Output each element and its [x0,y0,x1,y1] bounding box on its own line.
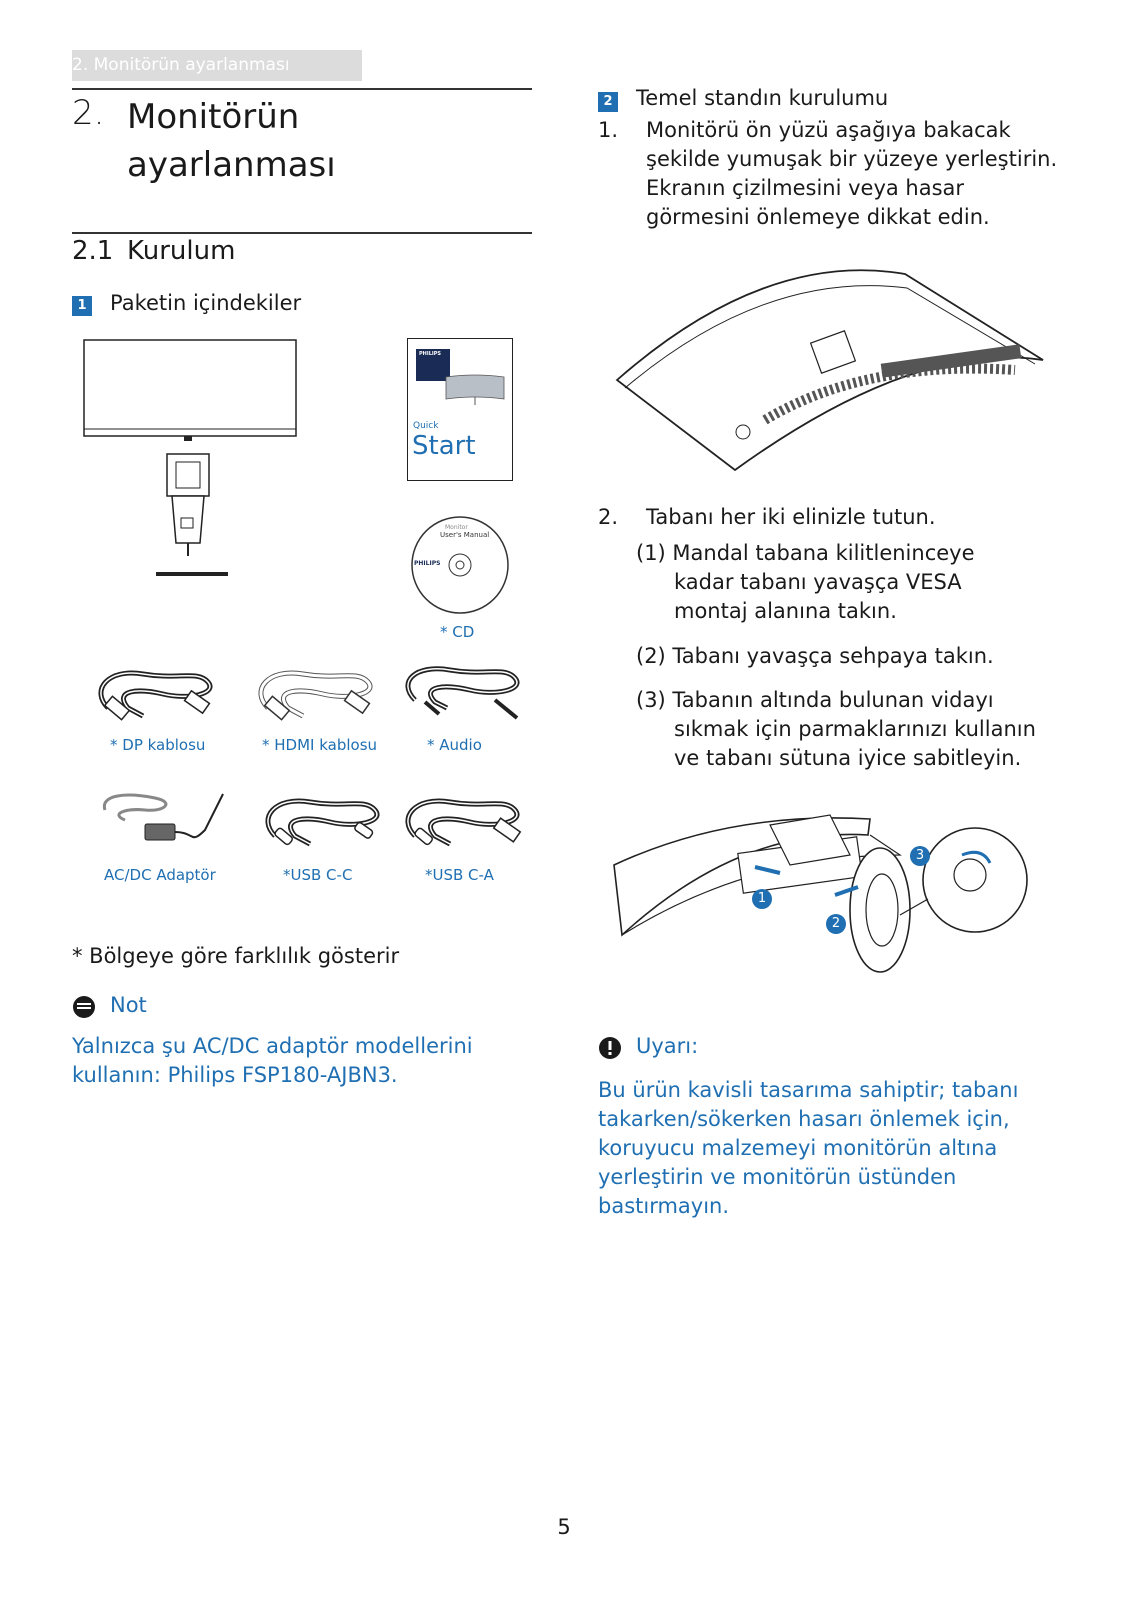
monitor-illustration [83,339,297,576]
stand-heading: Temel standın kurulumu [636,86,889,110]
cd-brand: PHILIPS [414,560,441,567]
cd-caption: * CD [440,623,475,641]
section-title: Kurulum [127,236,236,266]
chapter-number: 2. [72,93,105,133]
booklet-quick: Quick [413,421,439,431]
cd-disc-illustration [411,516,509,614]
warning-icon [599,1037,621,1059]
step1-number: 1. [598,118,619,142]
step2-number: 2. [598,505,619,529]
callout-3: 3 [910,846,930,866]
section-number: 2.1 [72,236,114,266]
step1-text: Monitörü ön yüzü aşağıya bakacak şekilde… [646,118,1058,229]
note-icon [73,996,95,1018]
adapter-caption: AC/DC Adaptör [104,866,216,884]
booklet-brand: PHILIPS [419,351,442,357]
note-heading: Not [110,993,147,1017]
region-note: * Bölgeye göre farklılık gösterir [72,944,400,968]
step2-sub3: (3) Tabanın altında bulunan vidayı sıkma… [636,688,1036,770]
header-rule [72,88,532,90]
package-heading: Paketin içindekiler [110,291,302,315]
booklet-start: Start [412,431,476,461]
audio-cable-illustration [405,666,520,720]
warning-text: Bu ürün kavisli tasarıma sahiptir; taban… [598,1078,1019,1218]
chapter-title: Monitörün ayarlanması [127,97,336,185]
hdmi-caption: * HDMI kablosu [262,736,378,754]
quick-start-booklet: PHILIPS Quick Start [407,338,513,481]
section-rule [72,232,532,234]
dp-caption: * DP kablosu [110,736,206,754]
callout-1: 1 [752,889,772,909]
step2-text: Tabanı her iki elinizle tutun. [646,505,936,529]
hdmi-cable-illustration [258,670,373,721]
adapter-illustration [102,793,224,841]
dp-cable-illustration [98,670,213,721]
booklet-monitor-image [445,374,505,405]
warning-heading: Uyarı: [636,1034,699,1058]
stand-attach-illustration [613,814,1028,973]
callout-2: 2 [826,914,846,934]
usb-cc-cable-illustration [265,798,380,847]
audio-caption: * Audio [427,736,482,754]
running-header: 2. Monitörün ayarlanması [72,50,362,81]
step-badge-1: 1 [72,296,92,316]
monitor-facedown-illustration [615,269,1044,472]
step2-sub1: (1) Mandal tabana kilitleninceye kadar t… [636,541,975,623]
cd-label-line2: User's Manual [440,531,490,539]
step-badge-2: 2 [598,92,618,112]
step2-sub2: (2) Tabanı yavaşça sehpaya takın. [636,644,994,668]
cd-label-line1: Monitor [445,524,468,531]
note-text: Yalnızca şu AC/DC adaptör modellerini ku… [72,1034,473,1087]
page-number: 5 [557,1515,571,1539]
usb-ca-cable-illustration [405,798,522,847]
usb-cc-caption: *USB C-C [283,866,353,884]
usb-ca-caption: *USB C-A [425,866,494,884]
